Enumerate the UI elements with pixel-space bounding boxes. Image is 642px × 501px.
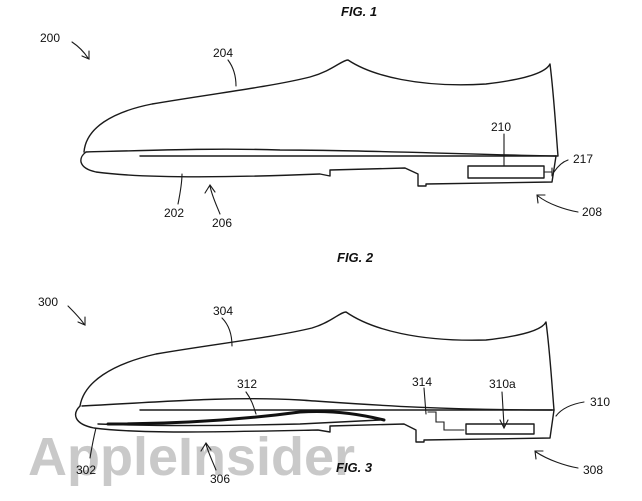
label-306: 306 xyxy=(210,472,230,486)
component-310a xyxy=(465,423,535,435)
wire-312 xyxy=(106,409,386,426)
label-314: 314 xyxy=(412,375,432,389)
label-310a: 310a xyxy=(489,377,516,391)
leader-312 xyxy=(245,391,257,415)
fig3-title: FIG. 3 xyxy=(336,460,373,475)
shoe-diagram-2: 300 304 312 314 310a 310 302 306 308 xyxy=(38,295,610,486)
label-302: 302 xyxy=(76,463,96,477)
leader-202 xyxy=(177,173,183,205)
label-206: 206 xyxy=(212,216,232,230)
label-208: 208 xyxy=(582,205,602,219)
arrow-308 xyxy=(534,450,579,469)
leader-304 xyxy=(221,317,233,347)
arrow-306 xyxy=(200,442,217,471)
label-202: 202 xyxy=(164,206,184,220)
shoe1-upper xyxy=(83,59,559,157)
leader-314 xyxy=(423,387,427,415)
label-304: 304 xyxy=(213,304,233,318)
arrow-206 xyxy=(204,184,221,215)
leader-217 xyxy=(553,159,569,173)
label-300: 300 xyxy=(38,295,58,309)
label-308: 308 xyxy=(583,463,603,477)
label-217: 217 xyxy=(573,152,593,166)
arrow-208 xyxy=(536,194,579,213)
shoe2-upper xyxy=(79,311,555,411)
leader-204 xyxy=(227,59,237,87)
label-210: 210 xyxy=(491,120,511,134)
shoe2-sole xyxy=(74,405,555,443)
leader-302 xyxy=(89,427,97,459)
leader-310a xyxy=(499,391,509,430)
watermark-text: AppleInsider xyxy=(28,427,355,487)
shoe2-upper-bottom xyxy=(81,398,553,411)
shoe1-upper-bottom xyxy=(85,148,557,157)
connector-314 xyxy=(427,411,465,431)
arrow-300 xyxy=(67,305,86,326)
leader-310 xyxy=(555,401,585,417)
shoe1-sole xyxy=(80,151,557,187)
connector-217 xyxy=(543,167,553,177)
fig2-title: FIG. 2 xyxy=(337,250,374,265)
label-200: 200 xyxy=(40,31,60,45)
shoe-diagram-1: 200 204 210 217 202 206 208 xyxy=(40,31,602,230)
arrow-200 xyxy=(71,41,90,60)
label-310: 310 xyxy=(590,395,610,409)
label-204: 204 xyxy=(213,46,233,60)
fig1-title: FIG. 1 xyxy=(341,4,377,19)
label-312: 312 xyxy=(237,377,257,391)
component-210 xyxy=(467,165,545,179)
